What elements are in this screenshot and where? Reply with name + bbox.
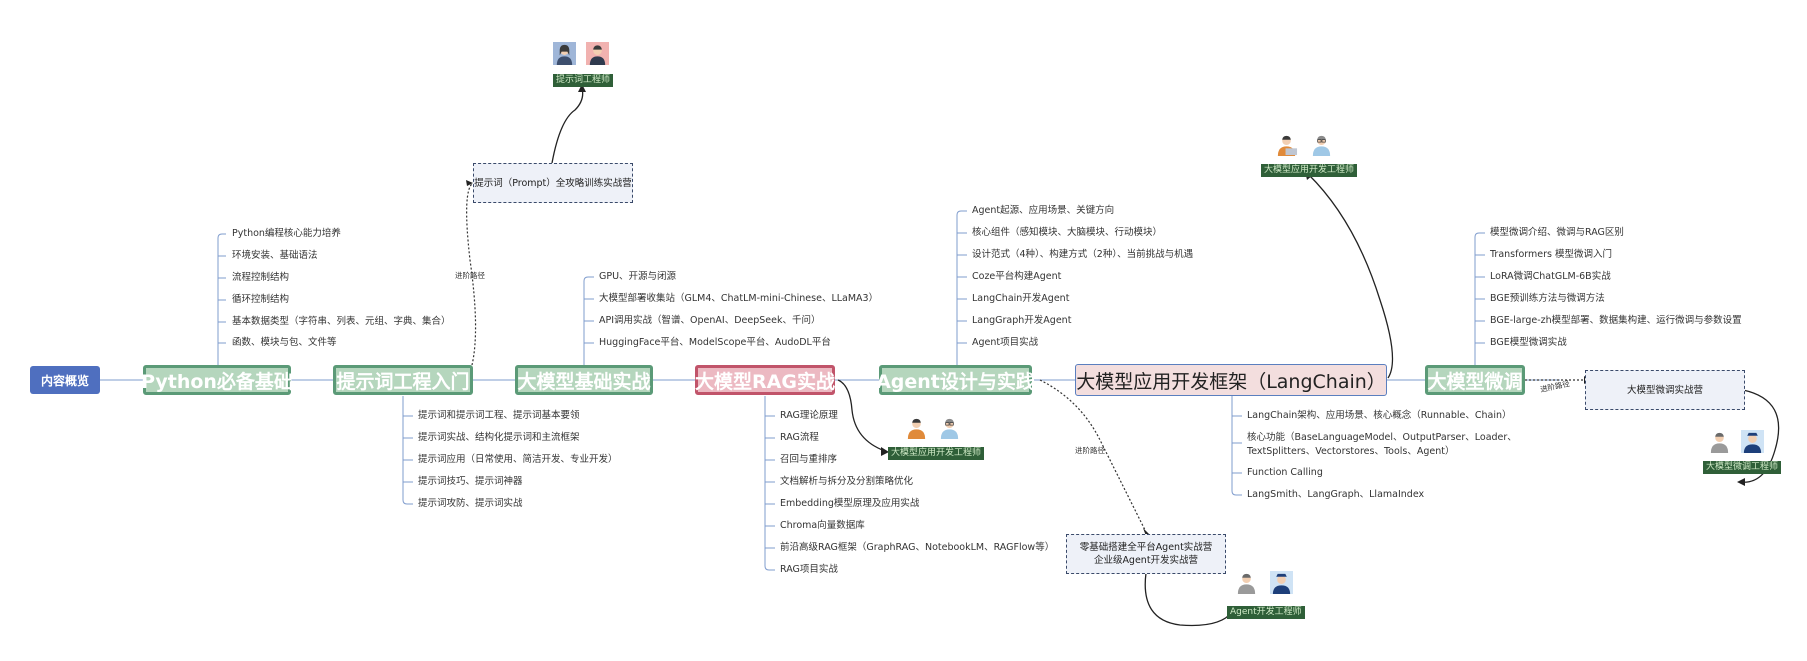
agent-item: Agent起源、应用场景、关键方向: [972, 205, 1115, 216]
finetune-item: LoRA微调ChatGLM-6B实战: [1490, 271, 1611, 282]
avatar-man-icon: [1237, 573, 1256, 594]
prompt-item: 提示词实战、结构化提示词和主流框架: [418, 432, 580, 443]
python-item: 循环控制结构: [232, 294, 290, 305]
basic-item: 大模型部署收集站（GLM4、ChatLM-mini-Chinese、LLaMA3…: [599, 293, 879, 304]
rag-item: Embedding模型原理及应用实战: [780, 498, 920, 509]
langchain-item: LangChain架构、应用场景、核心概念（Runnable、Chain）: [1247, 410, 1512, 421]
langchain-engineer-tag: 大模型应用开发工程师: [1261, 164, 1358, 177]
agent-item: Coze平台构建Agent: [972, 271, 1062, 282]
avatar-glasses-icon: [1312, 135, 1331, 156]
root-node[interactable]: 内容概览: [30, 366, 100, 394]
agent-item: 设计范式（4种）、构建方式（2种）、当前挑战与机遇: [972, 249, 1194, 260]
agent-engineer-tag: Agent开发工程师: [1227, 606, 1305, 619]
agent-camp-label: 零基础搭建全平台Agent实战营: [1079, 542, 1213, 553]
python-item: Python编程核心能力培养: [232, 228, 341, 239]
agent-camp-label: 企业级Agent开发实战营: [1093, 555, 1199, 566]
node-prompt-engineering[interactable]: 提示词工程入门: [333, 365, 473, 395]
python-item: 环境安装、基础语法: [232, 250, 318, 261]
finetune-item: BGE模型微调实战: [1490, 337, 1567, 348]
avatar-developer-icon: [907, 418, 926, 439]
basic-item: HuggingFace平台、ModelScope平台、AudoDL平台: [599, 337, 831, 348]
node-python-basics[interactable]: Python必备基础: [141, 365, 293, 395]
finetune-item: 模型微调介绍、微调与RAG区别: [1490, 227, 1624, 238]
finetune-camp-label: 大模型微调实战营: [1626, 384, 1703, 396]
rag-item: RAG理论原理: [780, 410, 838, 421]
agent-item: LangGraph开发Agent: [972, 315, 1072, 326]
avatar-officer-icon: [1741, 430, 1764, 453]
rag-item: 召回与重排序: [780, 454, 838, 465]
prompt-camp-box[interactable]: 提示词（Prompt）全攻略训练实战营: [473, 163, 633, 203]
node-llm-rag[interactable]: 大模型RAG实战: [695, 365, 835, 395]
langchain-item: Function Calling: [1247, 467, 1323, 478]
agent-item: LangChain开发Agent: [972, 293, 1070, 304]
finetune-item: BGE预训练方法与微调方法: [1490, 293, 1605, 304]
advance-path-label: 进阶路径: [1075, 446, 1105, 455]
langchain-item: LangSmith、LangGraph、LlamaIndex: [1247, 489, 1425, 500]
rag-item: 前沿高级RAG框架（GraphRAG、NotebookLM、RAGFlow等）: [780, 542, 1055, 553]
node-llm-basics[interactable]: 大模型基础实战: [515, 365, 653, 395]
agent-camp-box[interactable]: 零基础搭建全平台Agent实战营 企业级Agent开发实战营: [1066, 534, 1226, 574]
prompt-camp-label: 提示词（Prompt）全攻略训练实战营: [474, 177, 632, 189]
rag-engineer-tag: 大模型应用开发工程师: [888, 447, 985, 460]
avatar-developer-icon: [1277, 135, 1298, 156]
finetune-item: Transformers 模型微调入门: [1490, 249, 1612, 260]
advance-path-label: 进阶路径: [455, 271, 485, 280]
langchain-item: 核心功能（BaseLanguageModel、OutputParser、Load…: [1247, 432, 1517, 443]
langchain-item: TextSplitters、Vectorstores、Tools、Agent）: [1247, 446, 1455, 457]
rag-item: RAG项目实战: [780, 564, 838, 575]
node-finetune[interactable]: 大模型微调: [1425, 365, 1525, 395]
prompt-engineer-tag: 提示词工程师: [553, 74, 614, 87]
avatar-officer-icon: [1270, 571, 1293, 594]
basic-item: GPU、开源与闭源: [599, 271, 677, 282]
rag-item: Chroma向量数据库: [780, 520, 865, 531]
python-item: 基本数据类型（字符串、列表、元组、字典、集合）: [232, 316, 451, 327]
python-item: 流程控制结构: [232, 272, 290, 283]
avatar-man-icon: [586, 42, 609, 65]
prompt-item: 提示词技巧、提示词神器: [418, 476, 523, 487]
finetune-camp-box[interactable]: 大模型微调实战营: [1585, 370, 1745, 410]
agent-item: Agent项目实战: [972, 337, 1039, 348]
basic-item: API调用实战（智谱、OpenAI、DeepSeek、千问）: [599, 315, 821, 326]
node-agent-design[interactable]: Agent设计与实践: [876, 365, 1035, 395]
avatar-woman-icon: [553, 42, 576, 65]
rag-item: RAG流程: [780, 432, 819, 443]
rag-item: 文档解析与拆分及分割策略优化: [780, 476, 914, 487]
finetune-engineer-tag: 大模型微调工程师: [1703, 461, 1782, 474]
python-item: 函数、模块与包、文件等: [232, 337, 337, 348]
prompt-item: 提示词应用（日常使用、简洁开发、专业开发）: [418, 454, 618, 465]
avatar-man-icon: [1710, 432, 1729, 453]
agent-item: 核心组件（感知模块、大脑模块、行动模块）: [972, 227, 1163, 238]
prompt-item: 提示词攻防、提示词实战: [418, 498, 523, 509]
node-langchain[interactable]: 大模型应用开发框架（LangChain）: [1075, 364, 1387, 396]
finetune-item: BGE-large-zh模型部署、数据集构建、运行微调与参数设置: [1490, 315, 1742, 326]
avatar-glasses-icon: [940, 418, 959, 439]
prompt-item: 提示词和提示词工程、提示词基本要领: [418, 410, 580, 421]
